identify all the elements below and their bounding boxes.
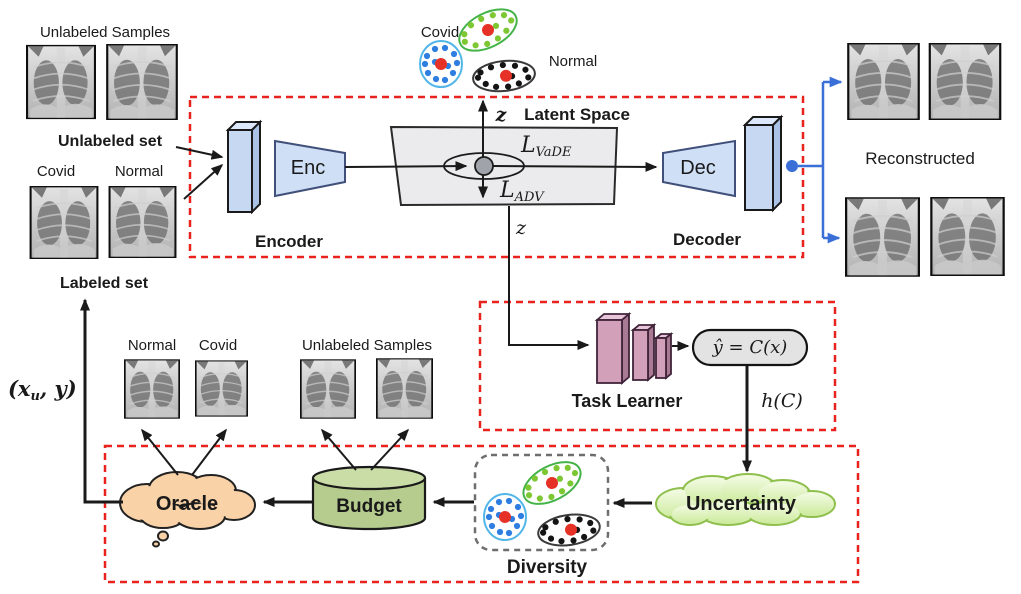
reconstruction-connector	[786, 76, 843, 244]
xray-image	[845, 197, 920, 277]
task-slab-side	[621, 312, 630, 385]
budget-body	[311, 478, 427, 531]
cluster-normal-label: Normal	[549, 53, 597, 70]
task-learner-dashed-box	[478, 300, 837, 432]
oracle-tail-puff	[157, 530, 169, 542]
dec-trapezoid	[662, 139, 736, 198]
xray-image	[930, 197, 1005, 276]
budget-label: Budget	[336, 496, 402, 517]
xray-image	[105, 44, 179, 120]
encoder-slab	[227, 129, 253, 213]
xray-image	[847, 43, 920, 120]
reconstructed-images: Reconstructed	[845, 43, 1005, 277]
latent-clusters-top: Covid Normal	[419, 0, 597, 96]
budget-cylinder: Budget	[311, 465, 427, 531]
entropy-label: h(C)	[761, 390, 803, 412]
annotation-sub: u	[30, 389, 39, 404]
annotation-open: (x	[8, 376, 31, 401]
z-to-task-learner-arrow	[508, 206, 590, 350]
labeled-input-arrow	[183, 163, 224, 200]
covid-cluster-blue	[419, 40, 463, 88]
decoder-label: Decoder	[673, 230, 741, 249]
decoder-slab	[744, 124, 774, 211]
enc-trapezoid	[274, 139, 346, 198]
enc-to-latent-line	[344, 161, 468, 172]
loss-adv-label: LADV	[499, 178, 545, 205]
prediction-pill	[691, 328, 809, 367]
xray-image	[300, 358, 356, 420]
cluster-covid-label: Covid	[421, 24, 459, 41]
oracle-to-labeled-set-arrow	[80, 298, 123, 504]
uncertainty-label: Uncertainty	[686, 493, 797, 515]
task-learner-label: Task Learner	[572, 391, 683, 411]
diversity-label: Diversity	[507, 557, 588, 578]
enc-label: Enc	[291, 157, 325, 179]
loss-vade-main: L	[520, 133, 536, 158]
task-learner-cnn	[594, 312, 674, 385]
annotation-close: , y)	[39, 376, 77, 401]
decoder-slab-side	[772, 114, 782, 213]
loss-vade-sub: VaDE	[536, 145, 572, 160]
loss-adv-main: L	[499, 178, 515, 203]
normal-bottom-label: Normal	[128, 337, 176, 354]
oracle-to-normal-arrow	[141, 428, 179, 476]
decoder-block	[742, 114, 784, 213]
xray-image	[124, 358, 180, 420]
xray-image	[28, 186, 100, 259]
dec-label: Dec	[680, 157, 716, 179]
latent-space-label: Latent Space	[524, 105, 630, 124]
unlabeled-samples-title: Unlabeled Samples	[40, 24, 170, 41]
unlabeled-samples-top: Unlabeled Samples Unlabeled set	[26, 24, 179, 150]
prediction-label: ŷ = C(x)	[712, 337, 788, 358]
covid-bottom-label: Covid	[199, 337, 237, 354]
encoder-slab-side	[251, 119, 261, 215]
xray-image	[927, 43, 1003, 120]
queried-samples: Normal Covid Unlabeled Samples	[124, 337, 433, 420]
xray-image	[376, 358, 433, 419]
covid-cluster-green	[451, 0, 525, 61]
unlabeled-bottom-label: Unlabeled Samples	[302, 337, 432, 354]
autoencoder-dashed-box	[188, 95, 805, 259]
z-top-label: z	[495, 104, 508, 126]
unlabeled-set-label: Unlabeled set	[58, 133, 163, 150]
encoder-block	[225, 119, 263, 215]
task-slab	[596, 319, 623, 384]
oracle-cloud	[119, 471, 256, 548]
normal-cluster-black	[470, 56, 538, 96]
encoder-label: Encoder	[255, 232, 323, 251]
latent-code-node	[474, 156, 494, 176]
annotation-xu-y: (xu, y)	[8, 376, 77, 404]
budget-top	[311, 465, 427, 491]
oracle-tail-puff	[152, 540, 160, 548]
xray-image	[195, 359, 248, 418]
oracle-to-covid-arrow	[191, 428, 227, 476]
oracle-label: Oracle	[156, 493, 218, 515]
xray-image	[107, 186, 178, 258]
reconstructed-label: Reconstructed	[865, 149, 975, 168]
latent-to-dec-line	[492, 161, 658, 172]
labeled-set-label: Labeled set	[60, 275, 149, 292]
task-slab	[632, 329, 649, 381]
z-bottom-label: z	[515, 217, 527, 239]
xray-image	[26, 44, 96, 120]
labeled-samples-top: Covid Normal Labeled set	[28, 163, 178, 292]
budget-to-unlabeled-arrow-2	[370, 428, 410, 471]
normal-label: Normal	[115, 163, 163, 180]
task-slab	[655, 337, 667, 379]
covid-label: Covid	[37, 163, 75, 180]
task-slab-side	[647, 323, 655, 382]
budget-to-unlabeled-arrow-1	[321, 428, 357, 471]
unlabeled-input-arrow	[175, 146, 224, 160]
reconstruction-node	[786, 160, 798, 172]
uncertainty-cloud	[655, 473, 836, 526]
active-learning-dashed-box	[103, 444, 860, 584]
loss-adv-sub: ADV	[514, 190, 546, 205]
loss-vade-label: LVaDE	[520, 133, 572, 160]
reconstruction-trunk-line	[798, 82, 825, 238]
